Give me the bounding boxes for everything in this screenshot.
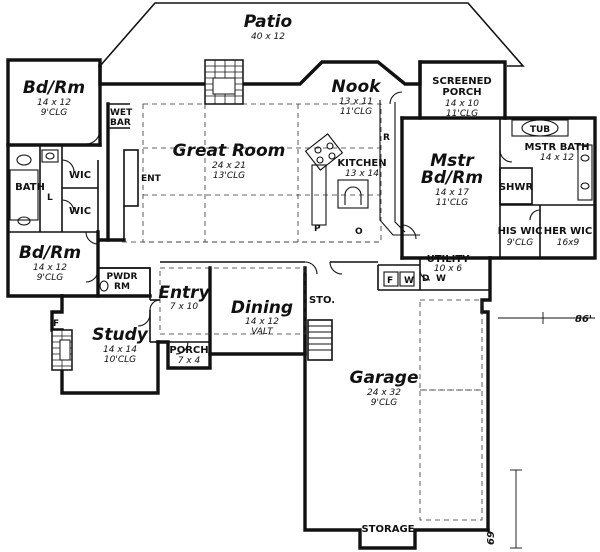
nook-size: 13 x 11 bbox=[339, 97, 373, 107]
patio-label: Patio bbox=[244, 12, 293, 32]
her-wic-label: HER WIC bbox=[544, 226, 592, 237]
screened-porch-label-line2: PORCH bbox=[442, 87, 481, 98]
screened-porch-size: 14 x 10 bbox=[445, 99, 479, 109]
great-room-label: Great Room bbox=[173, 141, 286, 161]
depth-dimension: 69' bbox=[486, 528, 497, 545]
refrigerator-label: R bbox=[383, 133, 390, 143]
dining-label: Dining bbox=[231, 298, 293, 318]
washer-2-label: W bbox=[436, 274, 446, 284]
furnace-label: F bbox=[387, 276, 393, 286]
screened-porch-label-line1: SCREENED bbox=[432, 76, 491, 87]
nook-ceiling: 11'CLG bbox=[340, 107, 372, 117]
powder-fixtures bbox=[99, 280, 109, 292]
door-swings bbox=[61, 91, 541, 355]
shower-label: SHWR bbox=[499, 182, 534, 193]
study-ceiling: 10'CLG bbox=[104, 355, 136, 365]
wet-bar-label-line1: WET bbox=[110, 108, 133, 118]
powder-room-label-line1: PWDR bbox=[107, 272, 138, 282]
master-bath-label: MSTR BATH bbox=[525, 142, 590, 153]
garage-label: Garage bbox=[350, 368, 419, 388]
width-dimension: 86' bbox=[575, 314, 592, 325]
stairs bbox=[308, 325, 332, 351]
wic-2-label: WIC bbox=[69, 206, 91, 217]
utility-label: UTILITY bbox=[427, 254, 471, 265]
wic-1-label: WIC bbox=[69, 170, 91, 181]
master-bedroom-size: 14 x 17 bbox=[435, 188, 469, 198]
his-wic-ceiling: 9'CLG bbox=[507, 238, 533, 248]
dining-ceiling: VALT bbox=[251, 327, 274, 337]
powder-room-label-line2: RM bbox=[114, 282, 130, 292]
linen-label: L bbox=[47, 193, 53, 203]
great-room-size: 24 x 21 bbox=[212, 161, 246, 171]
her-wic-ceiling: 16x9 bbox=[557, 238, 580, 248]
bedroom-2-ceiling: 9'CLG bbox=[37, 273, 63, 283]
entertainment-center-label: ENT bbox=[141, 174, 162, 184]
bedroom-1-size: 14 x 12 bbox=[37, 98, 71, 108]
storage-small-label: STO. bbox=[309, 295, 335, 306]
storage-label: STORAGE bbox=[361, 524, 414, 535]
patio-size: 40 x 12 bbox=[251, 32, 285, 42]
dining-size: 14 x 12 bbox=[245, 317, 279, 327]
kitchen-label: KITCHEN bbox=[337, 158, 386, 169]
master-vanity bbox=[577, 144, 593, 201]
great-room-ceiling: 13'CLG bbox=[213, 171, 245, 181]
tub-label: TUB bbox=[530, 125, 550, 135]
study-fireplace bbox=[51, 329, 73, 371]
porch-size: 7 x 4 bbox=[178, 356, 201, 366]
patio-outline bbox=[99, 2, 525, 67]
porch-label: PORCH bbox=[169, 345, 208, 356]
bath-fixtures bbox=[9, 149, 59, 226]
pantry-label: P bbox=[314, 224, 321, 234]
screened-porch-ceiling: 11'CLG bbox=[446, 109, 478, 119]
entry-size: 7 x 10 bbox=[170, 302, 199, 312]
bedroom-2-label: Bd/Rm bbox=[19, 243, 81, 263]
master-tub bbox=[511, 119, 569, 137]
study-size: 14 x 14 bbox=[103, 345, 137, 355]
study-fireplace-label: F bbox=[53, 319, 59, 329]
garage-size: 24 x 32 bbox=[367, 388, 401, 398]
utility-size: 10 x 6 bbox=[434, 264, 463, 274]
exterior-walls bbox=[6, 58, 597, 550]
study-label: Study bbox=[92, 325, 149, 345]
great-room-fireplace bbox=[204, 59, 244, 105]
oven-label: O bbox=[355, 227, 363, 237]
his-wic-label: HIS WIC bbox=[498, 226, 543, 237]
dimension-lines bbox=[498, 312, 595, 549]
bedroom-1-label: Bd/Rm bbox=[23, 78, 85, 98]
wet-bar-label-line2: BAR bbox=[110, 118, 131, 128]
interior-walls bbox=[6, 60, 595, 361]
garage-ceiling: 9'CLG bbox=[371, 398, 397, 408]
bedroom-1-ceiling: 9'CLG bbox=[41, 108, 67, 118]
entry-label: Entry bbox=[158, 283, 210, 303]
master-bedroom-label-line2: Bd/Rm bbox=[421, 168, 483, 188]
dryer-label: D bbox=[422, 274, 429, 284]
master-bedroom-label-line1: Mstr bbox=[430, 151, 475, 171]
washer-label: W bbox=[404, 276, 414, 286]
bath-label: BATH bbox=[15, 182, 45, 193]
master-bedroom-ceiling: 11'CLG bbox=[436, 198, 468, 208]
kitchen-size: 13 x 14 bbox=[345, 169, 379, 179]
nook-label: Nook bbox=[332, 77, 383, 97]
master-bath-size: 14 x 12 bbox=[540, 153, 574, 163]
bedroom-2-size: 14 x 12 bbox=[33, 263, 67, 273]
ceiling-beams bbox=[122, 103, 483, 521]
utility-fixtures bbox=[383, 271, 415, 287]
kitchen-fixtures bbox=[304, 133, 369, 209]
